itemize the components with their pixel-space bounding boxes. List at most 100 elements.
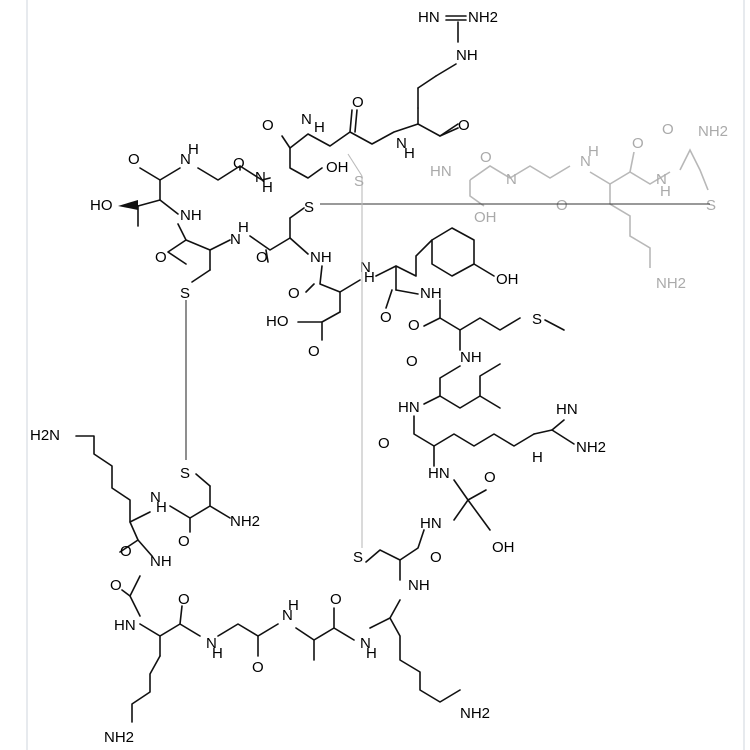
- label-o-cys-n: O: [178, 533, 190, 550]
- label-hn-guanidine: HN: [418, 9, 440, 26]
- label-nh-met: NH: [460, 349, 482, 366]
- label-n-guanidine: NH: [456, 47, 478, 64]
- label-nh2-lys-right: NH2: [460, 705, 490, 722]
- label-n-ser: N: [255, 169, 266, 186]
- label-nh2-guanidine: NH2: [468, 9, 498, 26]
- upper-backbone: N H O N H O O: [262, 94, 470, 162]
- arginine-right: O HN NH2 H HN: [378, 401, 606, 482]
- label-o-upper-2: O: [458, 117, 470, 134]
- label-o-cys-2: O: [256, 249, 268, 266]
- label-n-cys: N: [230, 231, 241, 248]
- lysine-lower-right: NH2 N H: [360, 599, 490, 722]
- label-h-lys-right: H: [366, 645, 377, 662]
- label-nh-gly-left: NH: [150, 553, 172, 570]
- label-o-cys: O: [155, 249, 167, 266]
- label-o-leu: O: [406, 353, 418, 370]
- label-s-faint: S: [706, 197, 716, 214]
- label-o-faint-3: O: [632, 135, 644, 152]
- label-hn-arg: HN: [428, 465, 450, 482]
- serine-lower: O OH HN: [420, 469, 515, 556]
- label-nh-ala: N: [282, 607, 293, 624]
- label-nh-cys: NH: [310, 249, 332, 266]
- label-h-upper-2: H: [404, 145, 415, 162]
- label-nh-cys-lower: NH: [408, 577, 430, 594]
- tyrosine: O OH NH: [375, 227, 519, 326]
- label-h-faint-2: H: [588, 143, 599, 160]
- label-s-upper: S: [304, 199, 314, 216]
- label-n-upper-2: N: [396, 135, 407, 152]
- label-o-faint-4: O: [662, 121, 674, 138]
- gly-thr-left: N H O O HO NH: [90, 141, 271, 227]
- label-hn-faint: HN: [430, 163, 452, 180]
- aspartate: O N H HO O: [266, 259, 375, 360]
- label-o-thr: O: [128, 151, 140, 168]
- label-s-met: S: [532, 311, 542, 328]
- label-nh2-arg: NH2: [576, 439, 606, 456]
- label-h-arg-guan: H: [532, 449, 543, 466]
- label-ho-asp: HO: [266, 313, 289, 330]
- label-o-ser-lower: O: [484, 469, 496, 486]
- label-o-gly-bottom: O: [252, 659, 264, 676]
- label-o-upper-3: O: [262, 117, 274, 134]
- label-o-asp-2: O: [308, 343, 320, 360]
- faint-right-region: HN O OH N O N H O N H NH2 S NH2 O: [430, 121, 728, 292]
- label-oh-faint: OH: [474, 209, 497, 226]
- label-o-upper-1: O: [352, 94, 364, 111]
- ala-gly-bottom: O N H O N H: [206, 591, 355, 676]
- leucine: O HN: [398, 353, 501, 416]
- label-hn-lys-left: HN: [114, 617, 136, 634]
- label-h-gly-bottom: H: [212, 645, 223, 662]
- label-n-lys-upper: N: [150, 489, 161, 506]
- label-nh2-cys-n: NH2: [230, 513, 260, 530]
- label-nh-faint-2: N: [580, 153, 591, 170]
- label-nh2-lys-left: NH2: [104, 729, 134, 746]
- arginine-top-guanidine: HN NH2 NH: [417, 9, 498, 125]
- label-s-cys-lower: S: [353, 549, 363, 566]
- cys-lower: O S NH: [353, 529, 442, 594]
- label-o-faint-2: O: [556, 197, 568, 214]
- label-nh-tyr: NH: [420, 285, 442, 302]
- label-hn-leu: HN: [398, 399, 420, 416]
- label-h-upper-1: H: [314, 119, 325, 136]
- label-h2n-lys: H2N: [30, 427, 60, 444]
- label-hn-arg-guan: HN: [556, 401, 578, 418]
- label-nh-upper-1: N: [301, 111, 312, 128]
- label-hn-ser-lower: HN: [420, 515, 442, 532]
- label-n-asp: N: [360, 259, 371, 276]
- label-o-tyr: O: [380, 309, 392, 326]
- label-o-cys-lower: O: [430, 549, 442, 566]
- label-o-ala: O: [330, 591, 342, 608]
- label-o-asp: O: [288, 285, 300, 302]
- label-s-cys-n: S: [180, 465, 190, 482]
- label-o-gly-left: O: [110, 577, 122, 594]
- lysine-upper-left: H2N N H O S NH2: [30, 427, 260, 550]
- label-nh-faint-1: N: [506, 171, 517, 188]
- label-n-gly-bottom: N: [206, 635, 217, 652]
- label-n-lys-right: N: [360, 635, 371, 652]
- label-ho-thr: HO: [90, 197, 113, 214]
- label-amide-faint: NH2: [698, 123, 728, 140]
- serine-upper: OH N H: [255, 147, 349, 196]
- methionine: S O NH: [408, 299, 565, 366]
- label-oh-ser-lower: OH: [492, 539, 515, 556]
- label-h-faint-3: H: [660, 183, 671, 200]
- label-s-faint-upper: S: [354, 173, 364, 190]
- label-s-left: S: [180, 285, 190, 302]
- label-nh2-faint-lys: NH2: [656, 275, 686, 292]
- label-o-faint-1: O: [480, 149, 492, 166]
- label-h-gly: H: [188, 141, 199, 158]
- label-h-ala: H: [288, 597, 299, 614]
- label-o-lys-left: O: [178, 591, 190, 608]
- label-nh-thr: NH: [180, 207, 202, 224]
- label-o-met: O: [408, 317, 420, 334]
- label-oh-tyr: OH: [496, 271, 519, 288]
- label-o-arg: O: [378, 435, 390, 452]
- lysine-lower-left: O NH2 HN: [104, 591, 201, 746]
- label-nh-gly: N: [180, 151, 191, 168]
- disulfide-links: S: [185, 153, 710, 548]
- cys-block: O N H S O S NH: [155, 199, 332, 302]
- label-nh-faint-3: N: [656, 171, 667, 188]
